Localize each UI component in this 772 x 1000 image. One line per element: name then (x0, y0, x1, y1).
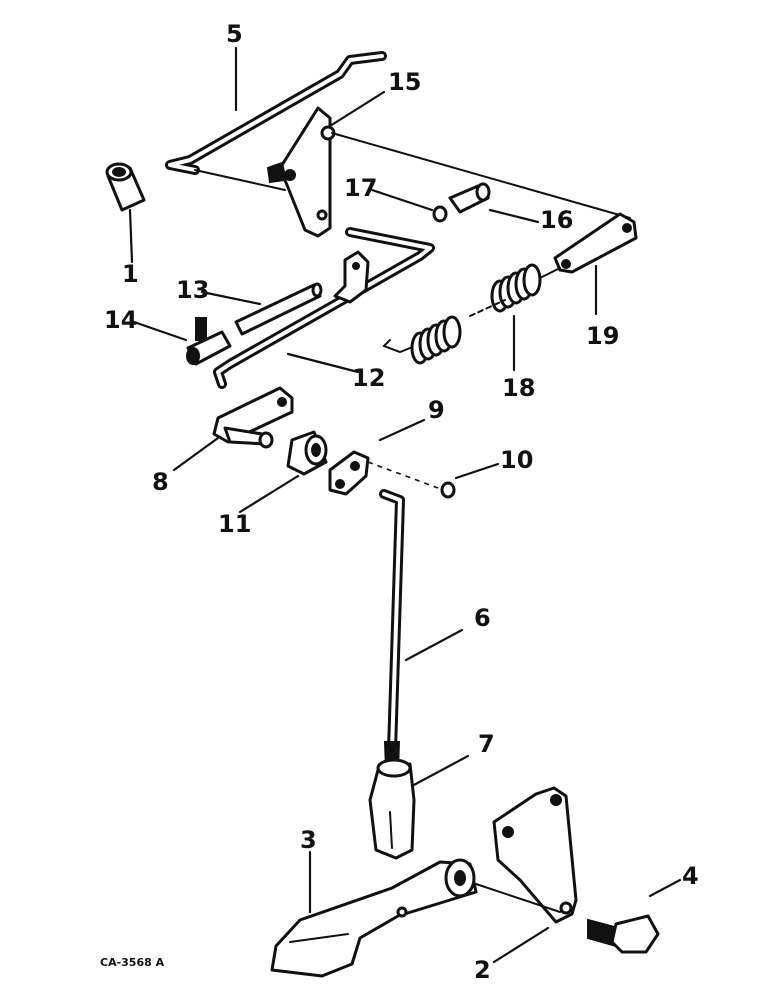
bracket-part-2 (492, 786, 578, 924)
link-part-19 (553, 212, 638, 274)
block-part-11 (286, 430, 328, 476)
clevis-part-7 (368, 758, 416, 860)
bracket-part-15 (266, 106, 336, 238)
bolt-part-4 (587, 914, 660, 954)
callout-17: 17 (344, 174, 377, 202)
pivot-line (475, 883, 561, 913)
spring-coil (522, 263, 542, 297)
bushing-part-1 (105, 162, 146, 212)
rod-part-6 (379, 489, 405, 771)
callout-1: 1 (122, 260, 139, 288)
callout-9: 9 (428, 396, 445, 424)
callout-6: 6 (474, 604, 491, 632)
link-15-19 (331, 132, 631, 219)
leader-lines (128, 46, 682, 964)
pin-part-13 (234, 282, 323, 336)
callout-8: 8 (152, 468, 169, 496)
callout-labels: 5 15 1 17 16 13 14 12 19 18 9 10 8 11 6 … (104, 20, 699, 984)
clip-part-14 (186, 317, 232, 366)
washer-part-10 (440, 481, 456, 499)
callout-7: 7 (478, 730, 495, 758)
callout-18: 18 (502, 374, 535, 402)
callout-19: 19 (586, 322, 619, 350)
callout-14: 14 (104, 306, 137, 334)
spring-coil (442, 315, 462, 349)
callout-2: 2 (474, 956, 491, 984)
callout-4: 4 (682, 862, 699, 890)
washer-part-17 (432, 205, 448, 223)
pedal-part-3 (270, 858, 478, 978)
spring-part-18 (382, 263, 561, 365)
pin-part-16 (448, 182, 491, 214)
callout-10: 10 (500, 446, 533, 474)
callout-5: 5 (226, 20, 243, 48)
lever-part-8 (212, 386, 294, 449)
plate-part-9 (328, 450, 370, 496)
callout-16: 16 (540, 206, 573, 234)
callout-12: 12 (352, 364, 385, 392)
callout-13: 13 (176, 276, 209, 304)
callout-11: 11 (218, 510, 251, 538)
drawing-code: CA-3568 A (100, 956, 165, 969)
rod-5-link (194, 169, 286, 191)
callout-3: 3 (300, 826, 317, 854)
centerline-9-10 (367, 461, 439, 489)
rod-part-5 (165, 51, 387, 175)
rod-part-12 (213, 227, 435, 389)
callout-15: 15 (388, 68, 421, 96)
